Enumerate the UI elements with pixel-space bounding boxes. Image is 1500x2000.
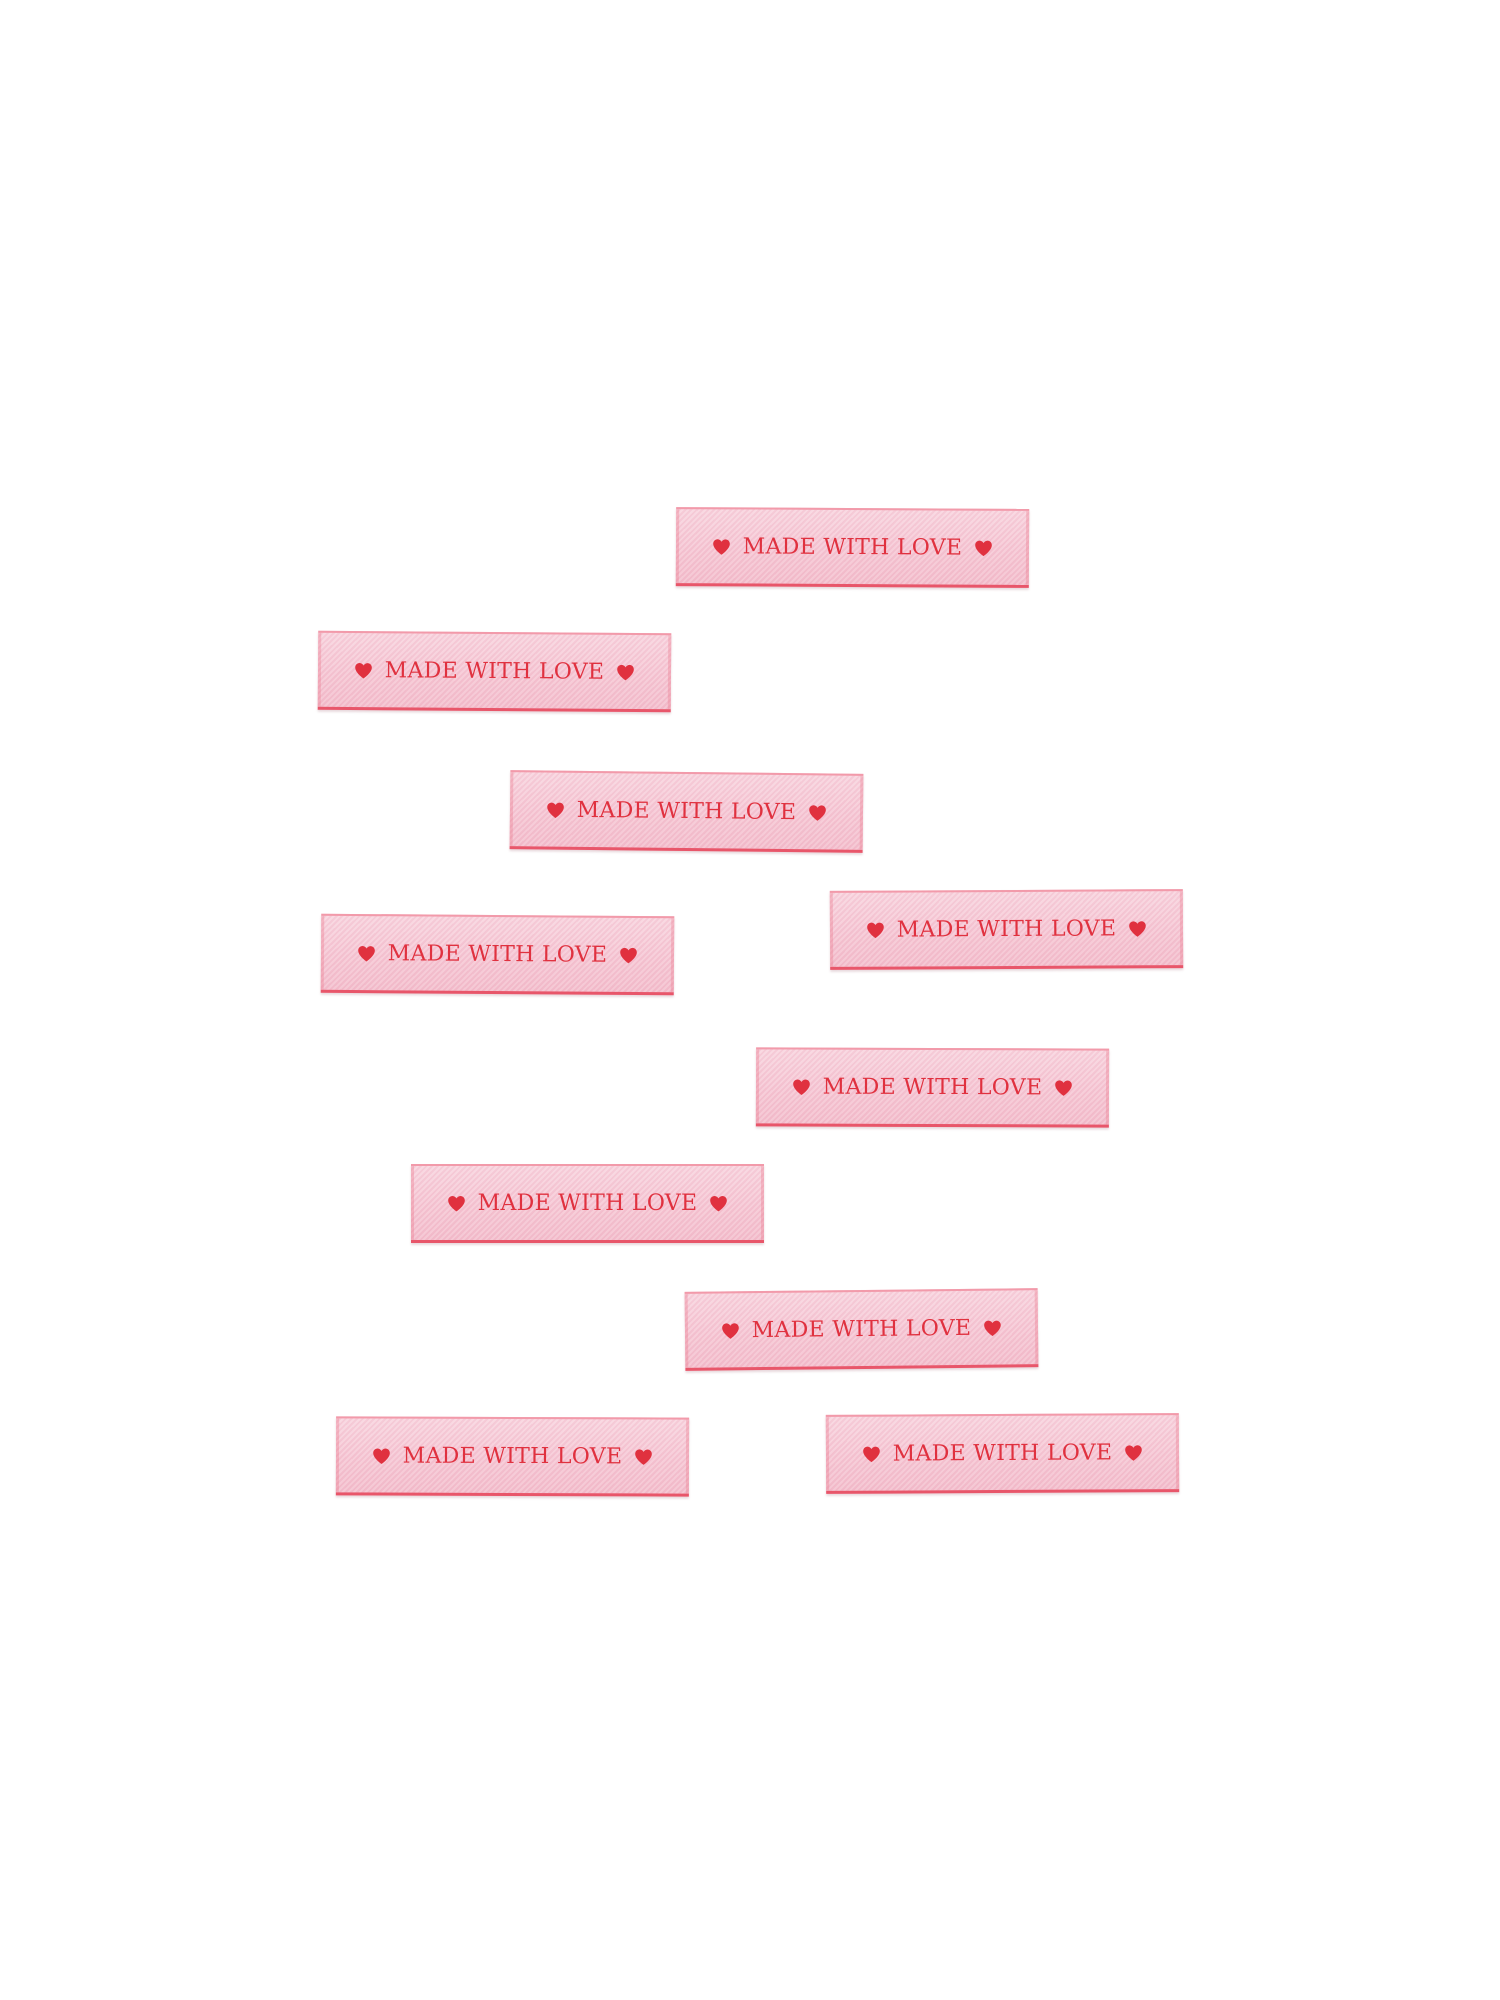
heart-icon	[546, 800, 565, 819]
woven-label: MADE WITH LOVE	[829, 889, 1184, 970]
heart-icon	[354, 661, 373, 680]
heart-icon	[808, 803, 827, 822]
woven-label: MADE WITH LOVE	[317, 630, 672, 713]
label-text: MADE WITH LOVE	[387, 940, 608, 968]
heart-icon	[1054, 1078, 1073, 1097]
heart-icon	[372, 1446, 391, 1465]
heart-icon	[712, 537, 731, 556]
label-text: MADE WITH LOVE	[742, 533, 963, 561]
label-text: MADE WITH LOVE	[384, 657, 605, 685]
label-text: MADE WITH LOVE	[402, 1443, 623, 1469]
heart-icon	[619, 945, 638, 964]
heart-icon	[357, 944, 376, 963]
heart-icon	[721, 1321, 740, 1340]
label-text: MADE WITH LOVE	[822, 1074, 1043, 1100]
label-text: MADE WITH LOVE	[892, 1439, 1113, 1467]
heart-icon	[1124, 1443, 1143, 1462]
heart-icon	[634, 1447, 653, 1466]
heart-icon	[447, 1194, 466, 1213]
heart-icon	[1128, 919, 1147, 938]
label-text: MADE WITH LOVE	[751, 1315, 972, 1343]
woven-label: MADE WITH LOVE	[509, 770, 864, 853]
heart-icon	[616, 662, 635, 681]
woven-label: MADE WITH LOVE	[411, 1164, 764, 1243]
woven-label: MADE WITH LOVE	[684, 1288, 1039, 1371]
woven-label: MADE WITH LOVE	[675, 507, 1030, 588]
heart-icon	[974, 538, 993, 557]
heart-icon	[866, 920, 885, 939]
woven-label: MADE WITH LOVE	[825, 1413, 1180, 1494]
heart-icon	[792, 1077, 811, 1096]
label-text: MADE WITH LOVE	[896, 915, 1117, 943]
heart-icon	[709, 1194, 728, 1213]
label-text: MADE WITH LOVE	[576, 797, 797, 825]
woven-label: MADE WITH LOVE	[335, 1416, 690, 1497]
heart-icon	[862, 1444, 881, 1463]
woven-label: MADE WITH LOVE	[320, 913, 675, 996]
heart-icon	[983, 1318, 1002, 1337]
woven-label: MADE WITH LOVE	[755, 1047, 1110, 1128]
label-text: MADE WITH LOVE	[477, 1190, 698, 1216]
